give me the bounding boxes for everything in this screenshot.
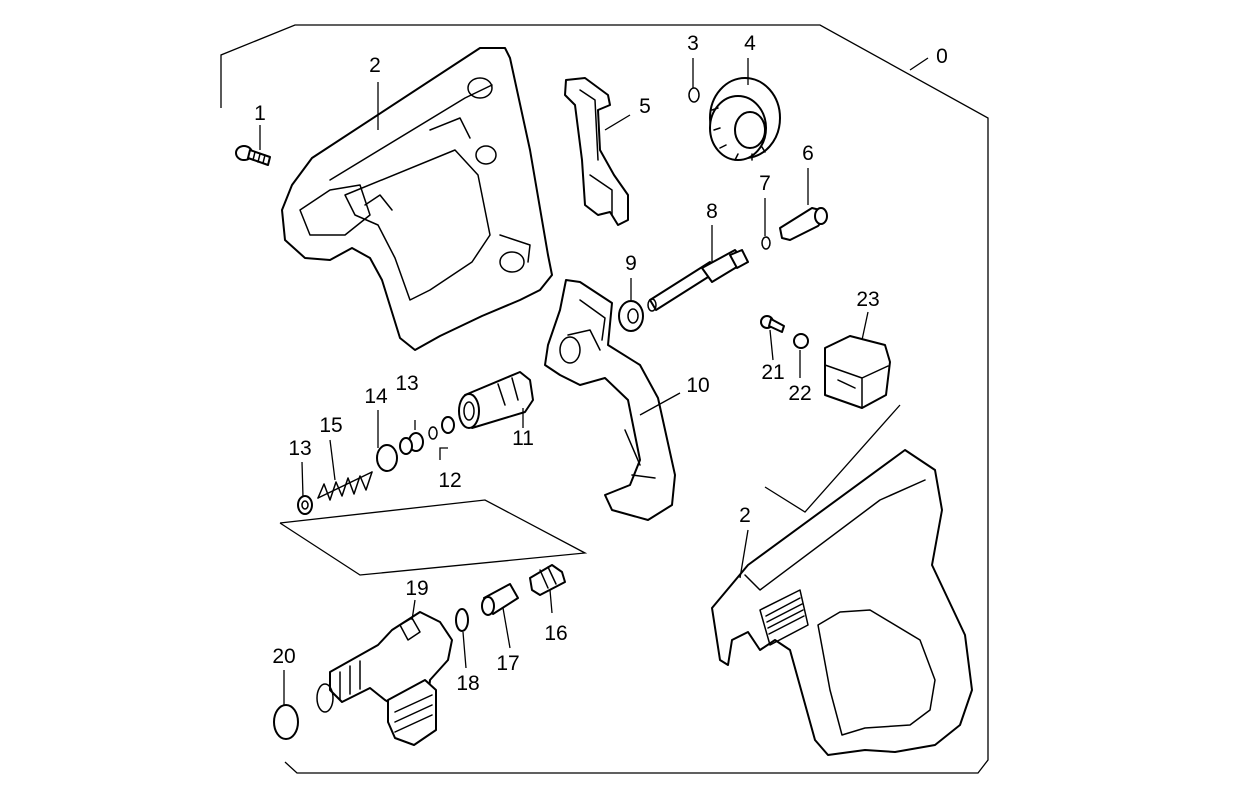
callout-23: 23 (856, 288, 879, 311)
callout-19: 19 (405, 577, 428, 600)
part-17-bushing (481, 583, 519, 616)
leader-lines (259, 57, 929, 706)
callout-1: 1 (254, 102, 266, 125)
part-22-washer (793, 333, 809, 349)
part-11-valve-sleeve (458, 371, 534, 429)
part-13-washer-lower (297, 495, 313, 515)
callout-5: 5 (639, 95, 651, 118)
assembly-frame (220, 24, 989, 774)
callout-4: 4 (744, 32, 756, 55)
part-20-o-ring (273, 704, 299, 740)
callout-9: 9 (625, 252, 637, 275)
part-2-housing-half-upper (281, 47, 553, 351)
part-2-housing-half-lower (711, 449, 973, 756)
callout-14: 14 (364, 385, 388, 408)
callout-8: 8 (706, 200, 718, 223)
lock-button-frame (764, 404, 901, 513)
callout-7: 7 (759, 172, 771, 195)
callout-6: 6 (802, 142, 814, 165)
part-21-screw (760, 315, 785, 333)
valve-subassembly-frame (279, 499, 588, 576)
callout-labels: 0 1 2 3 4 5 6 7 8 9 10 11 12 13 13 14 15… (254, 32, 948, 695)
part-3-circlip (688, 87, 700, 103)
part-16-valve-insert (529, 564, 566, 596)
callout-13-lower: 13 (288, 437, 311, 460)
callout-17: 17 (496, 652, 519, 675)
part-12-seal-pair (428, 416, 455, 440)
part-5-lock-slide (564, 77, 629, 226)
callout-20: 20 (272, 645, 295, 668)
callout-11: 11 (512, 427, 534, 450)
part-18-o-ring (455, 608, 469, 632)
part-9-washer (618, 300, 644, 332)
part-4-knurled-ring (709, 77, 781, 161)
part-1-screw (235, 145, 271, 166)
part-10-trigger (544, 279, 676, 521)
callout-2-bottom: 2 (739, 504, 751, 527)
callout-16: 16 (544, 622, 567, 645)
part-23-lock-button (824, 335, 891, 409)
part-15-spring (317, 471, 373, 501)
callout-18: 18 (456, 672, 479, 695)
part-7-retaining-clip (761, 236, 771, 250)
part-8-valve-rod (647, 249, 749, 312)
callout-15: 15 (319, 414, 342, 437)
callout-0: 0 (936, 45, 948, 68)
callout-3: 3 (687, 32, 699, 55)
part-13-washers-upper (399, 432, 424, 455)
part-14-o-ring (376, 444, 398, 472)
callout-13-upper: 13 (395, 372, 418, 395)
callout-21: 21 (761, 361, 784, 384)
callout-22: 22 (788, 382, 811, 405)
callout-12: 12 (438, 469, 461, 492)
callout-10: 10 (686, 374, 709, 397)
callout-2-top: 2 (369, 54, 381, 77)
part-19-outlet-connector (316, 611, 453, 746)
part-6-pin (779, 207, 828, 241)
